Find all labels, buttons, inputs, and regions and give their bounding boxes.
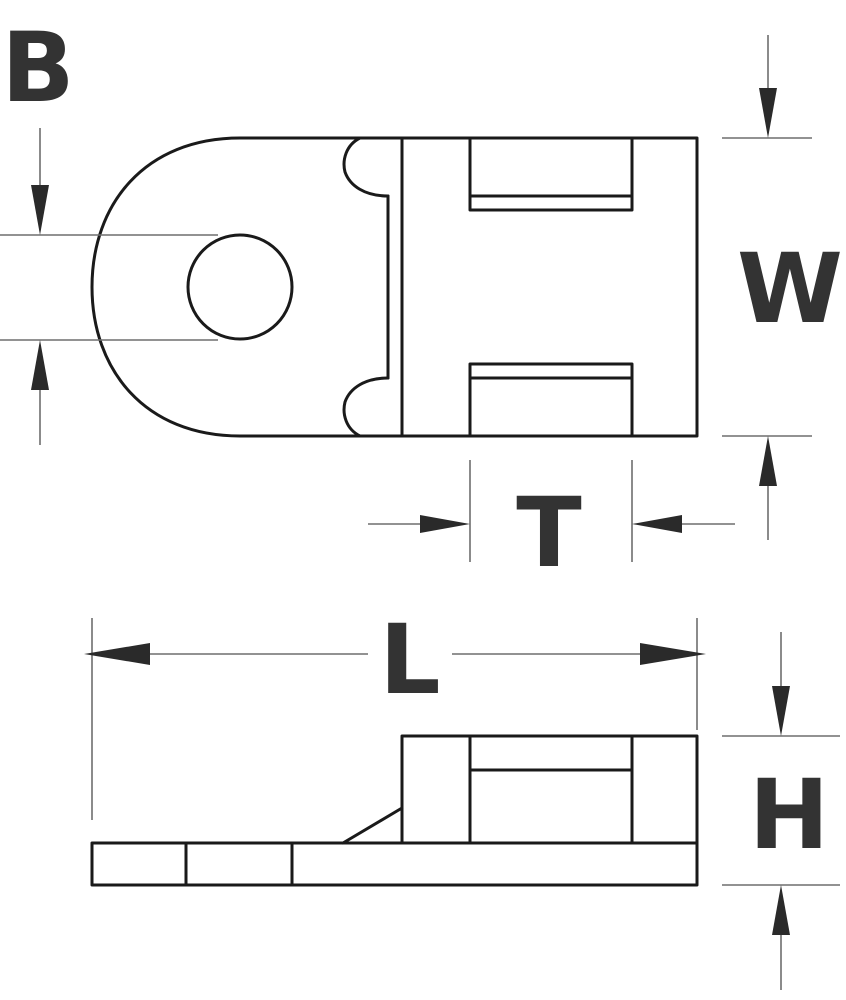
l-label: L [379,604,440,716]
t-arrow-right [420,515,470,533]
tie-slot-lower [468,362,634,438]
dimension-l: L [84,604,706,820]
tie-block [400,734,699,845]
top-notch [342,136,390,198]
bolt-hole [186,233,294,341]
tie-slot-upper [468,136,634,212]
w-arrow-down [759,88,777,138]
w-label: W [737,233,843,345]
t-arrow-left [632,515,682,533]
h-arrow-up [772,885,790,935]
w-arrow-up [759,436,777,486]
b-label: B [1,12,74,124]
l-arrow-right [640,643,706,665]
base-plate [90,841,699,887]
t-label: T [516,477,581,589]
dimension-b: B [0,12,218,445]
bottom-notch [342,376,390,438]
b-arrow-up [31,340,49,390]
top-view [90,136,699,438]
h-label: H [749,759,829,871]
l-arrow-left [84,643,150,665]
b-arrow-down [31,185,49,235]
side-view [90,734,699,887]
dimension-w: W [722,35,843,540]
mount-outline-top [90,136,699,438]
dimension-h: H [722,632,840,990]
gusset [341,806,404,845]
h-arrow-down [772,686,790,736]
dimension-t: T [368,460,735,589]
